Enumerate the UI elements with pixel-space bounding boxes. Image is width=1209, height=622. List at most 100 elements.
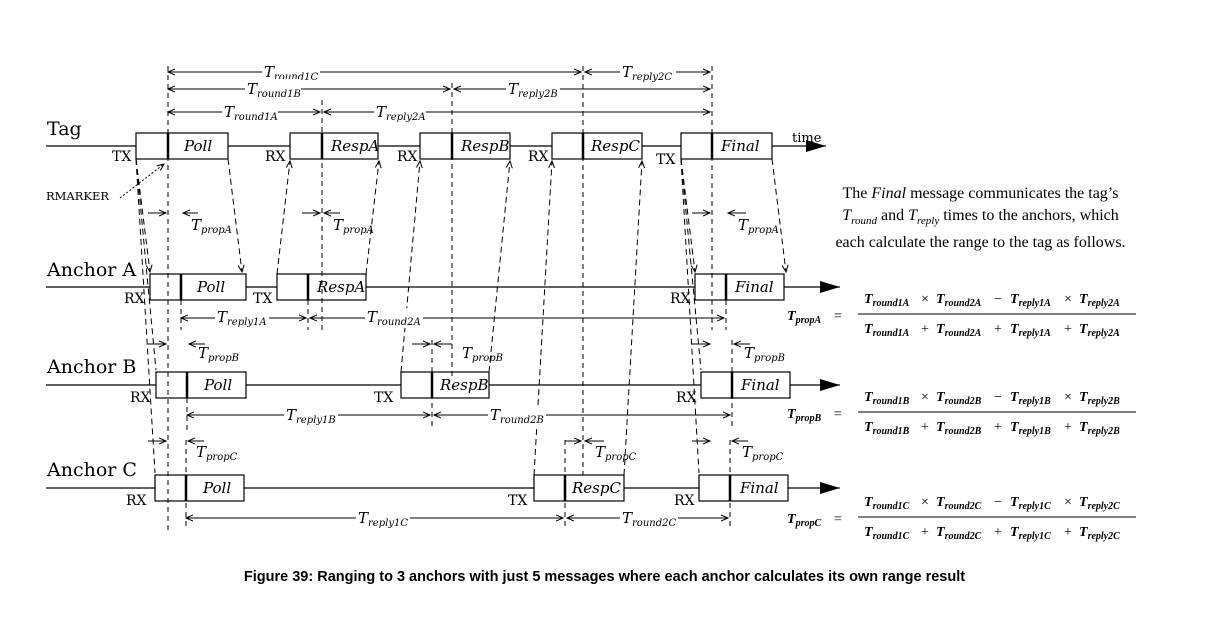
anchor-a-messages: Poll RespA Final [149,273,785,301]
svg-text:TpropB: TpropB [787,407,821,424]
svg-text:Tround1B: Tround1B [864,420,910,437]
svg-text:−: − [994,292,1002,307]
anchor-c-tx-label: TX [508,493,527,509]
rmarker-pointer [119,164,164,199]
svg-text:+: + [994,525,1002,540]
tag-poll-label: Poll [183,137,212,155]
label-propB-3: TpropB [744,344,785,364]
anchor-b-messages: Poll RespB Final [155,371,791,399]
row-label-anchor-b: Anchor B [46,356,136,378]
anchor-c-messages: Poll RespC Final [154,474,789,502]
label-round1B: Tround1B [245,79,301,100]
svg-text:Tround2B: Tround2B [936,420,982,437]
tag-rx-label-b: RX [397,149,418,165]
tag-resp-c-box: RespC [551,132,643,160]
anchor-a-resp-a-label: RespA [316,278,365,296]
svg-text:Treply2B: Treply2B [1079,420,1120,437]
svg-text:Treply1C: Treply1C [1010,495,1051,512]
svg-text:Treply2A: Treply2A [1079,292,1120,309]
svg-text:Tround1C: Tround1C [864,495,910,512]
anchor-a-resp-a-box: RespA [276,273,367,301]
anchor-a-rx-label: RX [124,291,145,307]
svg-text:+: + [921,420,929,435]
label-reply1C: Treply1C [356,508,410,529]
svg-text:Treply2C: Treply2C [1079,525,1120,542]
svg-text:=: = [834,512,842,527]
anchor-b-tx-label: TX [374,390,393,406]
svg-text:Treply2B: Treply2B [1079,390,1120,407]
label-propA-3: TpropA [738,216,779,236]
svg-text:×: × [1064,292,1072,307]
tag-resp-b-label: RespB [460,137,510,155]
svg-text:Tround1A: Tround1A [864,292,910,309]
row-label-anchor-c: Anchor C [46,459,137,481]
label-round1C: Tround1C [262,62,320,83]
anchor-c-final-box: Final [698,474,789,502]
anchor-c-poll-label: Poll [202,479,231,497]
svg-text:TpropC: TpropC [787,512,821,529]
tag-resp-a-label: RespA [330,137,379,155]
svg-text:Treply2A: Treply2A [1079,322,1120,339]
svg-text:+: + [921,322,929,337]
svg-text:+: + [1064,420,1072,435]
svg-text:Tround1C: Tround1C [864,525,910,542]
svg-text:TpropA: TpropA [787,309,821,326]
label-propB-1: TpropB [198,344,239,364]
anchor-b-resp-b-label: RespB [439,376,489,394]
svg-text:Treply1A: Treply1A [1010,292,1051,309]
anchor-a-poll-label: Poll [196,278,225,296]
anchor-b-resp-b-box: RespB [400,371,490,399]
svg-text:=: = [834,407,842,422]
svg-text:Tround1A: Tround1A [864,322,910,339]
formula-propB: TpropB = Tround1B × Tround2B−Treply1B × Treply… [787,390,1136,437]
anchor-c-resp-c-label: RespC [571,479,621,497]
svg-text:×: × [1064,495,1072,510]
tag-final-box: Final [680,132,773,160]
figure-caption: Figure 39: Ranging to 3 anchors with jus… [243,569,966,585]
label-propC-3: TpropC [742,443,784,463]
tag-poll-box: Poll [135,132,229,160]
svg-text:Treply1B: Treply1B [1010,390,1051,407]
svg-text:−: − [994,390,1002,405]
label-propC-1: TpropC [196,443,238,463]
anchor-a-rx-label-final: RX [670,291,691,307]
svg-text:+: + [1064,525,1072,540]
svg-text:+: + [921,525,929,540]
label-round1A: Tround1A [222,102,278,123]
svg-text:Treply2C: Treply2C [1079,495,1120,512]
anchor-c-rx-label: RX [126,493,147,509]
svg-text:Tround2A: Tround2A [936,292,982,309]
tag-tx-label: TX [112,149,131,165]
svg-text:+: + [994,420,1002,435]
tag-resp-c-label: RespC [590,137,640,155]
anchor-a-poll-box: Poll [149,273,247,301]
svg-text:+: + [1064,322,1072,337]
row-label-tag: Tag [47,118,82,140]
anchor-a-final-box: Final [694,273,785,301]
anchor-b-rx-label-final: RX [676,390,697,406]
tag-rx-label-c: RX [528,149,549,165]
svg-text:Tround1B: Tround1B [864,390,910,407]
tag-resp-b-box: RespB [419,132,511,160]
svg-text:×: × [921,390,929,405]
tag-rx-label-a: RX [265,149,286,165]
label-propC-2: TpropC [595,443,637,463]
svg-text:×: × [1064,390,1072,405]
svg-text:Treply1A: Treply1A [1010,322,1051,339]
anchor-b-final-label: Final [740,376,780,394]
formula-propC: TpropC=Tround1C×Tround2C−Treply1C×Treply… [787,495,1136,542]
timelines [46,140,840,494]
svg-text:−: − [994,495,1002,510]
svg-text:=: = [834,309,842,324]
anchor-a-tx-label: TX [253,291,272,307]
anchor-c-rx-label-final: RX [674,493,695,509]
rmarker-label: RMARKER [46,189,109,203]
anchor-c-resp-c-box: RespC [533,474,625,502]
tag-tx-label-final: TX [656,152,675,168]
label-propA-2: TpropA [333,216,374,236]
svg-text:Tround2C: Tround2C [936,495,982,512]
label-round2C: Tround2C [620,508,678,529]
svg-text:Treply1B: Treply1B [1010,420,1051,437]
svg-text:Treply1C: Treply1C [1010,525,1051,542]
